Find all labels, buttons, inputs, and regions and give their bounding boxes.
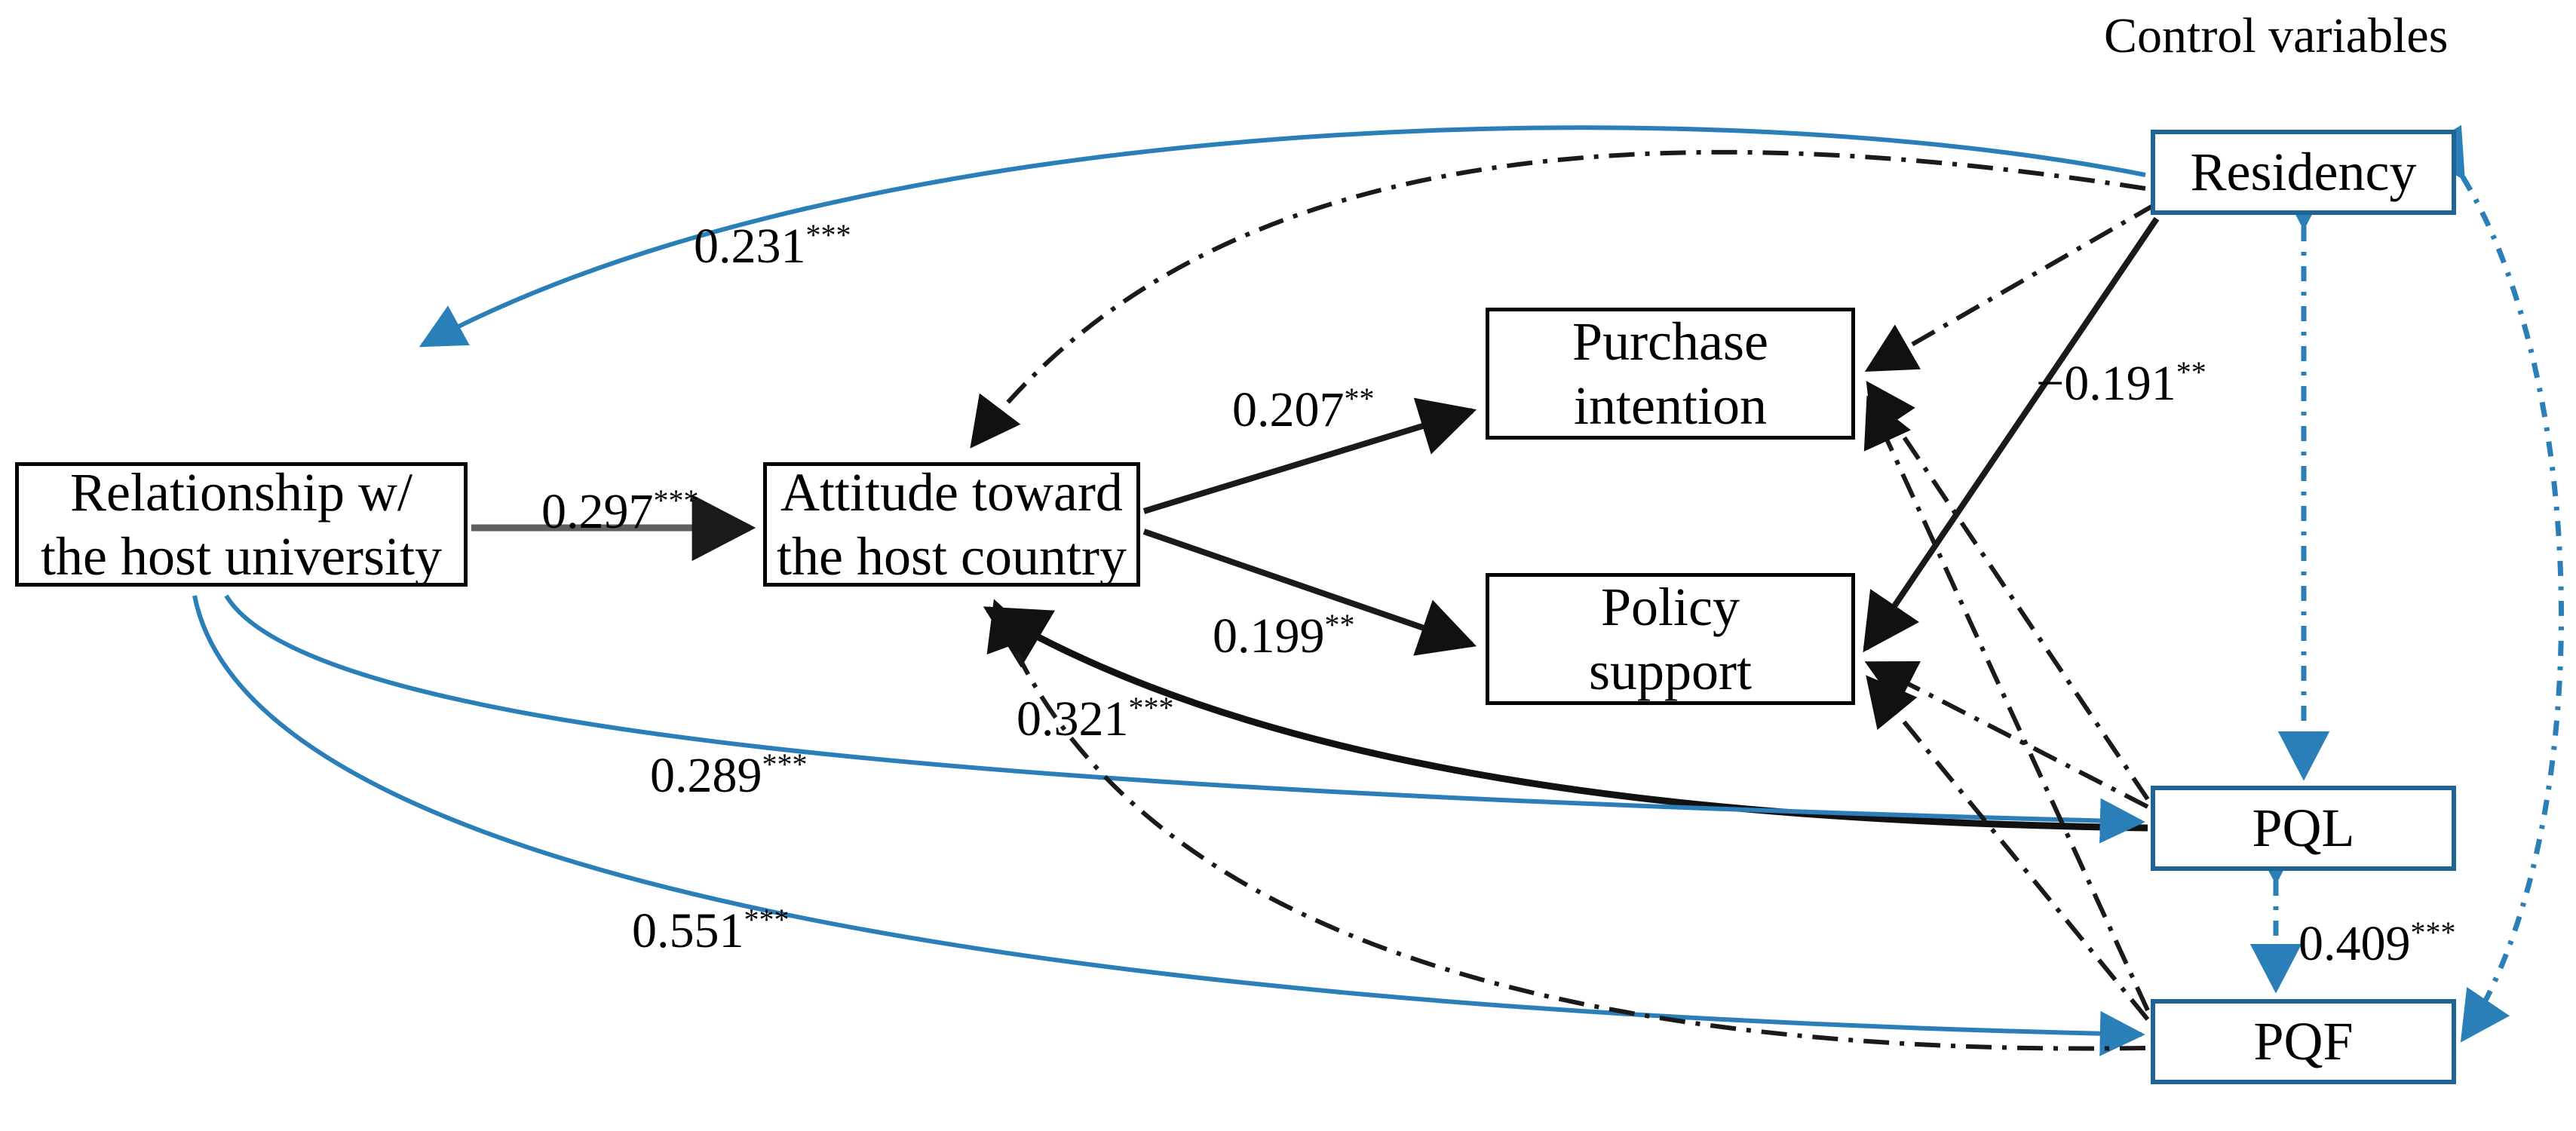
edge-0207 bbox=[1142, 397, 1477, 514]
significance-stars: *** bbox=[653, 483, 699, 517]
coef-0231: 0.231*** bbox=[694, 217, 851, 275]
coef-value: 0.231 bbox=[694, 219, 806, 274]
node-pql[interactable]: PQL bbox=[2151, 786, 2456, 871]
node-purchase-intention[interactable]: Purchase intention bbox=[1486, 308, 1855, 440]
coef-0551: 0.551*** bbox=[632, 902, 790, 960]
significance-stars: ** bbox=[1324, 608, 1355, 642]
node-label: Residency bbox=[2190, 142, 2417, 203]
link-residency-purchase bbox=[1864, 201, 2158, 372]
coef-0321: 0.321*** bbox=[1017, 690, 1174, 748]
coef-0409: 0.409*** bbox=[2298, 915, 2456, 973]
node-label: PQF bbox=[2253, 1011, 2354, 1072]
link-residency-pqf bbox=[2417, 124, 2564, 1043]
coef-value: 0.551 bbox=[632, 903, 744, 958]
node-label: Relationship w/ the host university bbox=[41, 461, 442, 587]
node-label: Policy support bbox=[1589, 576, 1752, 701]
significance-stars: *** bbox=[762, 747, 808, 781]
node-relationship-host-university[interactable]: Relationship w/ the host university bbox=[15, 462, 468, 587]
significance-stars: *** bbox=[805, 218, 851, 252]
node-pqf[interactable]: PQF bbox=[2151, 999, 2456, 1084]
node-label: Attitude toward the host country bbox=[777, 461, 1127, 587]
significance-stars: *** bbox=[1128, 691, 1174, 725]
coef-value: 0.321 bbox=[1017, 691, 1129, 746]
node-policy-support[interactable]: Policy support bbox=[1486, 573, 1855, 705]
link-pqf-attitude bbox=[986, 599, 2146, 1051]
significance-stars: ** bbox=[1344, 382, 1375, 415]
node-residency[interactable]: Residency bbox=[2151, 130, 2456, 215]
significance-stars: *** bbox=[744, 903, 790, 936]
coef-0297: 0.297*** bbox=[541, 483, 699, 541]
link-pqf-purchase bbox=[1863, 395, 2150, 1012]
coef-value: 0.199 bbox=[1213, 608, 1325, 664]
coef-0207: 0.207** bbox=[1232, 381, 1375, 439]
edge-0231 bbox=[419, 125, 2146, 348]
control-variables-caption: Control variables bbox=[2104, 8, 2449, 63]
node-attitude-host-country[interactable]: Attitude toward the host country bbox=[763, 462, 1140, 587]
edge-0289 bbox=[224, 594, 2145, 844]
coef-0199: 0.199** bbox=[1213, 607, 1355, 665]
significance-stars: *** bbox=[2410, 915, 2456, 949]
edge-0321 bbox=[983, 606, 2148, 832]
significance-stars: ** bbox=[2176, 355, 2206, 389]
coef-minus-0191: −0.191** bbox=[2036, 354, 2206, 412]
coef-value: −0.191 bbox=[2036, 356, 2176, 411]
node-label: Purchase intention bbox=[1572, 311, 1768, 436]
coef-0289: 0.289*** bbox=[650, 746, 808, 805]
coef-value: 0.289 bbox=[650, 748, 762, 803]
edge-0191 bbox=[1863, 216, 2160, 653]
node-label: PQL bbox=[2252, 798, 2355, 859]
edge-0199 bbox=[1142, 529, 1477, 656]
link-pqf-policy bbox=[1866, 675, 2150, 1021]
link-residency-attitude bbox=[970, 149, 2146, 449]
coef-value: 0.409 bbox=[2298, 916, 2411, 971]
coef-value: 0.207 bbox=[1232, 382, 1345, 437]
link-pql-purchase bbox=[1866, 381, 2150, 801]
coef-value: 0.297 bbox=[541, 484, 654, 539]
